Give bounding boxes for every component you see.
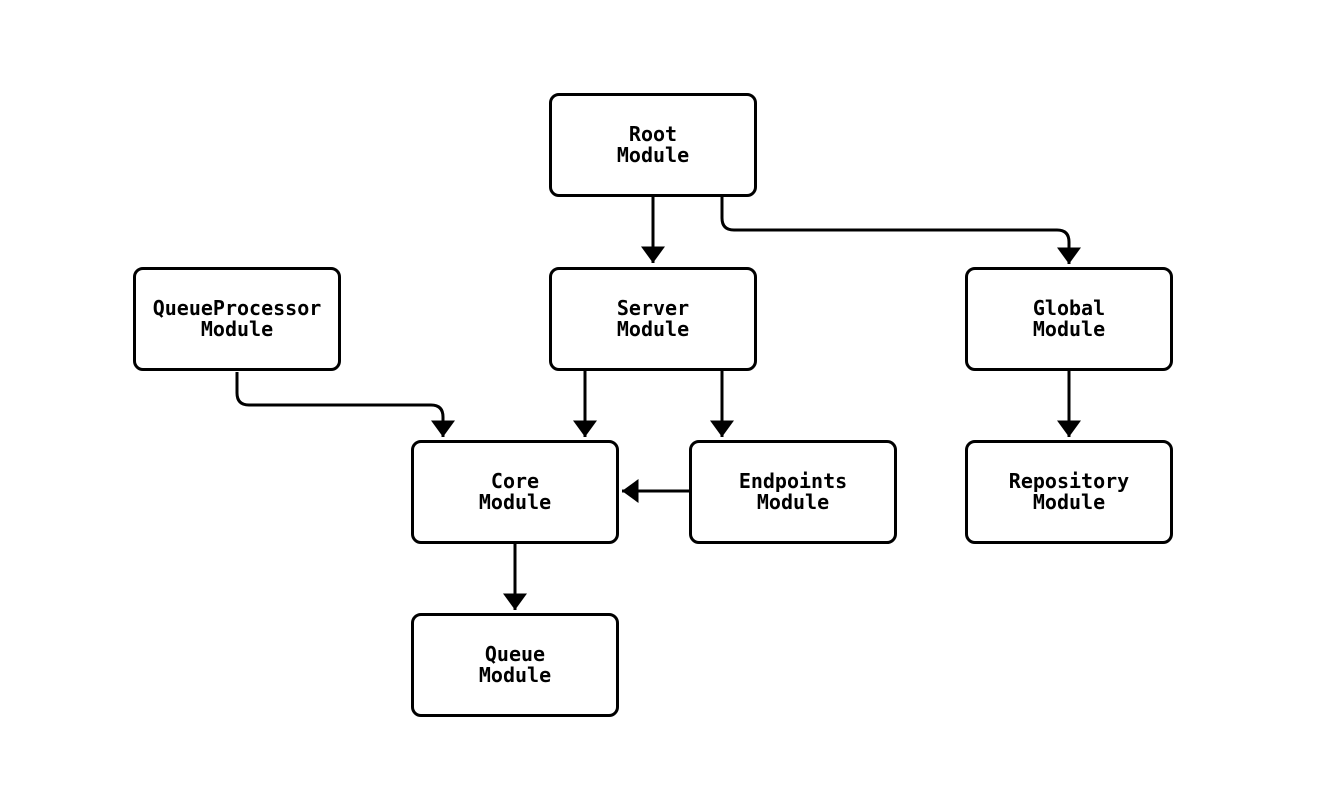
- node-label-line2: Module: [1032, 317, 1106, 341]
- node-label-line1: Root: [628, 122, 678, 146]
- node-label-line2: Module: [478, 663, 552, 687]
- node-root-module: Root Module: [549, 93, 757, 197]
- node-global-module: Global Module: [965, 267, 1173, 371]
- node-server-module: Server Module: [549, 267, 757, 371]
- node-repository-module: Repository Module: [965, 440, 1173, 544]
- node-label-line1: Global: [1032, 296, 1106, 320]
- node-label-line1: Repository: [1008, 469, 1130, 493]
- node-label-line1: Server: [616, 296, 690, 320]
- node-label-line2: Module: [616, 143, 690, 167]
- node-label-line1: Core: [490, 469, 540, 493]
- node-label-line2: Module: [756, 490, 830, 514]
- node-label-line1: QueueProcessor: [152, 296, 322, 320]
- node-label-line1: Queue: [484, 642, 546, 666]
- edge-root-to-global: [720, 197, 1081, 264]
- node-label-line2: Module: [616, 317, 690, 341]
- node-label-line2: Module: [478, 490, 552, 514]
- node-label-line2: Module: [1032, 490, 1106, 514]
- node-core-module: Core Module: [411, 440, 619, 544]
- node-endpoints-module: Endpoints Module: [689, 440, 897, 544]
- node-label-line2: Module: [200, 317, 274, 341]
- node-queueprocessor-module: QueueProcessor Module: [133, 267, 341, 371]
- node-label-line1: Endpoints: [738, 469, 848, 493]
- node-queue-module: Queue Module: [411, 613, 619, 717]
- edge-queueprocessor-to-core: [235, 372, 455, 437]
